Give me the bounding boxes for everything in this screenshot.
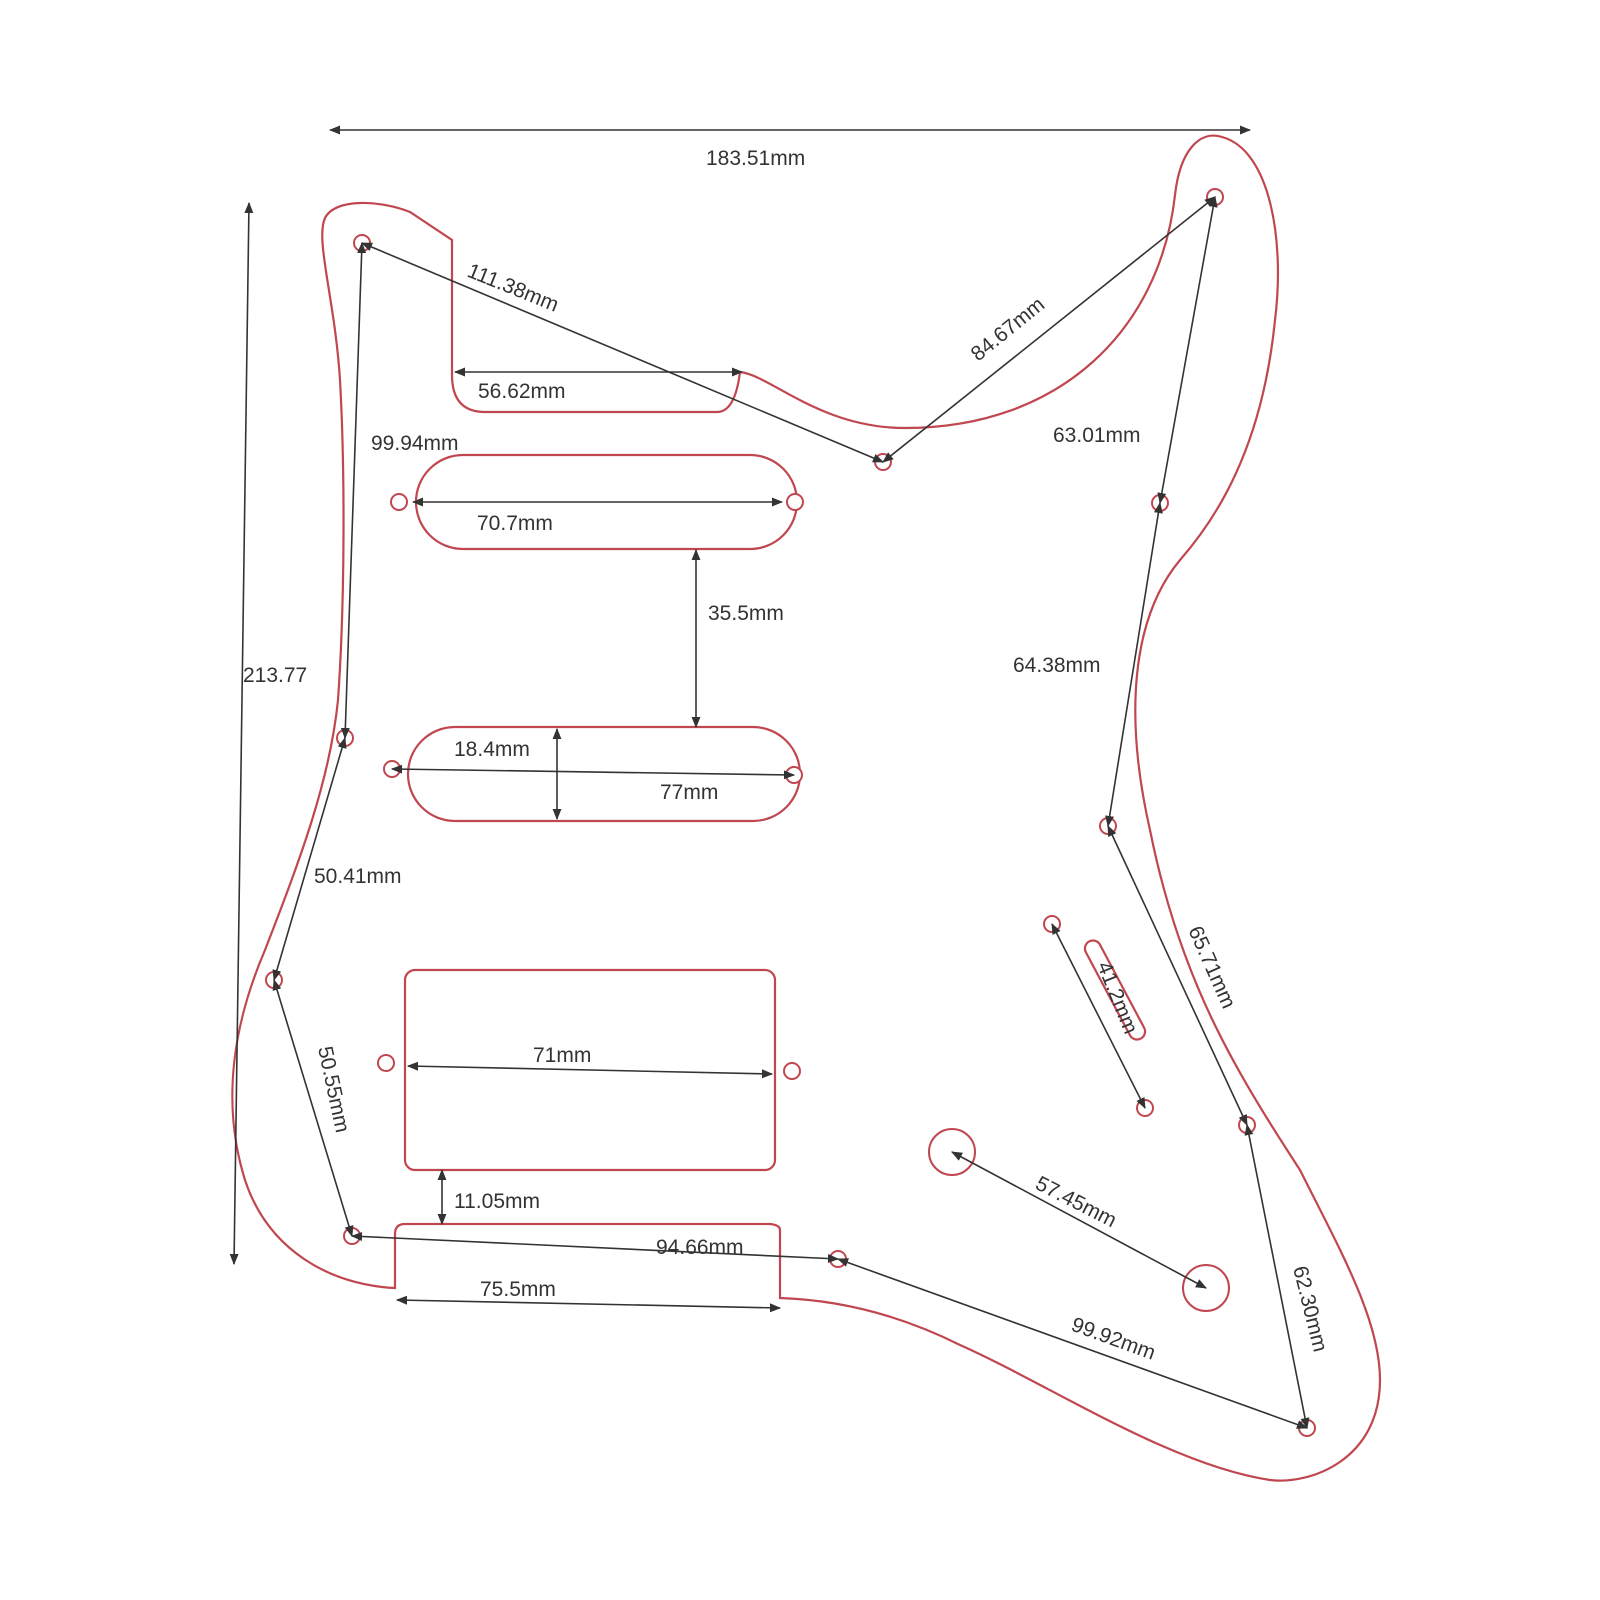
- dim-line-84-67: [882, 196, 1216, 463]
- label-63-01: 63.01mm: [1053, 424, 1141, 447]
- pickup-hole-neck-left: [390, 493, 408, 511]
- screw-holes: [265, 188, 1316, 1437]
- dim-line-75-5: [395, 1295, 782, 1313]
- label-50-41: 50.41mm: [314, 865, 402, 888]
- label-75-5: 75.5mm: [480, 1278, 556, 1301]
- label-overall-height: 213.77: [243, 664, 307, 687]
- label-11-05: 11.05mm: [454, 1190, 540, 1213]
- label-35-5: 35.5mm: [708, 602, 784, 625]
- dim-line-94-66: [350, 1232, 840, 1263]
- dim-line-overall-height: [229, 201, 254, 1266]
- label-94-66: 94.66mm: [656, 1236, 744, 1259]
- dim-line-57-45: [951, 1151, 1207, 1289]
- dim-line-50-55: [272, 978, 354, 1238]
- label-84-67: 84.67mm: [967, 293, 1050, 366]
- label-18-4: 18.4mm: [454, 738, 530, 761]
- label-111-38: 111.38mm: [464, 259, 562, 316]
- dim-line-99-92: [836, 1258, 1309, 1429]
- label-70-7: 70.7mm: [477, 512, 553, 535]
- dim-line-77: [390, 764, 796, 780]
- label-56-62: 56.62mm: [478, 380, 566, 403]
- label-62-30: 62.30mm: [1288, 1264, 1331, 1355]
- pickup-hole-humbucker-right: [783, 1062, 801, 1080]
- label-99-94: 99.94mm: [371, 432, 459, 455]
- dim-line-62-30: [1244, 1123, 1310, 1430]
- dimension-labels: 183.51mm 213.77 111.38mm 84.67mm 56.62mm…: [243, 147, 1332, 1365]
- dim-line-71: [406, 1061, 774, 1079]
- label-71: 71mm: [533, 1044, 591, 1067]
- pickup-hole-neck-right: [786, 493, 804, 511]
- label-99-92: 99.92mm: [1068, 1313, 1158, 1365]
- dim-line-111-38: [360, 242, 885, 463]
- dim-line-63-01: [1157, 195, 1218, 505]
- dim-line-65-71: [1107, 824, 1248, 1127]
- dimension-lines: [229, 125, 1310, 1430]
- dim-line-99-94: [340, 241, 367, 740]
- dim-line-50-41: [272, 736, 347, 982]
- label-65-71: 65.71mm: [1183, 923, 1240, 1012]
- label-50-55: 50.55mm: [313, 1044, 354, 1134]
- label-overall-width: 183.51mm: [706, 147, 805, 170]
- label-77: 77mm: [660, 781, 718, 804]
- humbucker-cutout: [403, 968, 777, 1172]
- label-64-38: 64.38mm: [1013, 654, 1101, 677]
- label-41-2: 41.2mm: [1092, 958, 1142, 1037]
- dim-line-64-38: [1105, 501, 1163, 828]
- pickup-hole-humbucker-left: [377, 1054, 395, 1072]
